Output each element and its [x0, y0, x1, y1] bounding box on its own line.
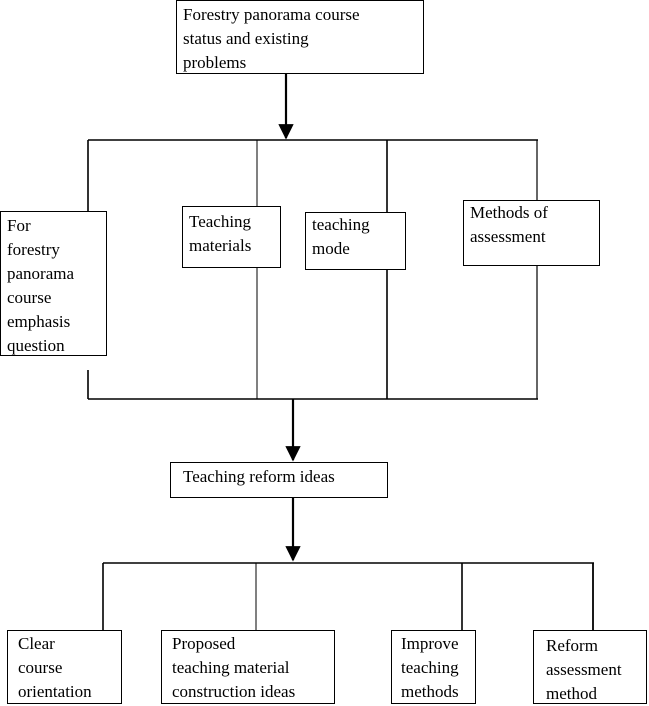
orientation-line-3: orientation — [18, 682, 92, 701]
emphasis-line-6: question — [7, 336, 65, 355]
course-orientation-box: Clear course orientation — [7, 630, 122, 704]
orientation-line-2: course — [18, 658, 63, 677]
emphasis-line-5: emphasis — [7, 312, 71, 331]
assessment-line-1: Methods of — [470, 203, 548, 222]
teaching-mode-box: teaching mode — [305, 212, 406, 270]
construction-line-3: construction ideas — [172, 682, 296, 701]
course-status-box: Forestry panorama course status and exis… — [176, 0, 424, 74]
assessment-line-2: assessment — [470, 227, 546, 246]
teaching-materials-box: Teaching materials — [182, 206, 281, 268]
course-status-line-1: Forestry panorama course — [183, 5, 360, 24]
reform-line-2: assessment — [546, 660, 622, 679]
course-status-line-3: problems — [183, 53, 247, 72]
reform-line-3: method — [546, 684, 597, 703]
materials-line-2: materials — [189, 236, 252, 255]
methods-line-1: Improve — [401, 634, 459, 653]
emphasis-line-2: forestry — [7, 240, 60, 259]
mode-line-1: teaching — [312, 215, 370, 234]
emphasis-question-box: For forestry panorama course emphasis qu… — [0, 211, 107, 356]
reform-ideas-box: Teaching reform ideas — [170, 462, 388, 498]
orientation-line-1: Clear — [18, 634, 55, 653]
teaching-methods-box: Improve teaching methods — [391, 630, 476, 704]
methods-line-2: teaching — [401, 658, 459, 677]
materials-line-1: Teaching — [189, 212, 252, 231]
assessment-methods-box: Methods of assessment — [463, 200, 600, 266]
construction-line-1: Proposed — [172, 634, 236, 653]
emphasis-line-1: For — [7, 216, 31, 235]
construction-line-2: teaching material — [172, 658, 290, 677]
methods-line-3: methods — [401, 682, 459, 701]
reform-line-1: Reform — [546, 636, 598, 655]
emphasis-line-4: course — [7, 288, 52, 307]
emphasis-line-3: panorama — [7, 264, 75, 283]
mode-line-2: mode — [312, 239, 350, 258]
course-status-line-2: status and existing — [183, 29, 309, 48]
assessment-reform-box: Reform assessment method — [533, 630, 647, 704]
reform-ideas-label: Teaching reform ideas — [183, 467, 335, 486]
material-construction-box: Proposed teaching material construction … — [161, 630, 335, 704]
